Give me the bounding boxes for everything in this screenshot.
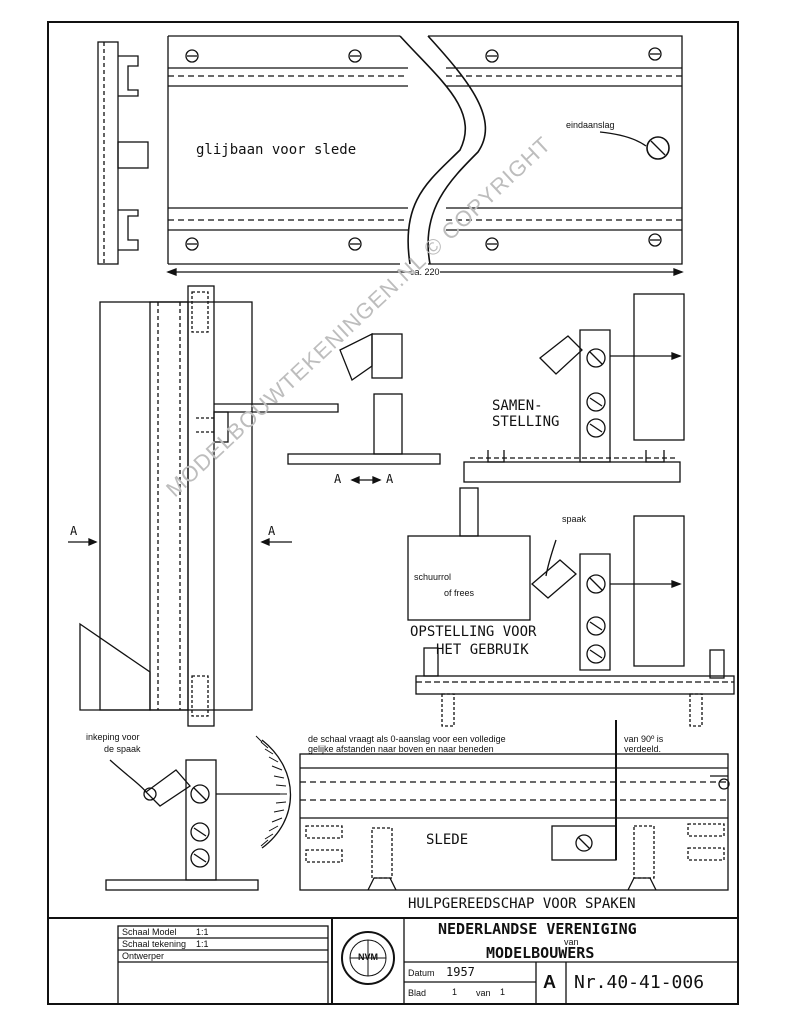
rail-screws [185, 47, 662, 251]
note-line-4: verdeeld. [624, 744, 662, 754]
org-line-2: MODELBOUWERS [486, 944, 595, 962]
blad-label: Blad [408, 988, 427, 998]
note-line-1: de schaal vraagt als 0-aanslag voor een … [308, 734, 506, 744]
carriage-view [299, 720, 730, 891]
label-inkeping-2: de spaak [104, 744, 141, 754]
schaal-tekening-value: 1:1 [196, 939, 209, 949]
van-label: van [476, 988, 491, 998]
assembly-view [463, 293, 685, 483]
label-glijbaan: glijbaan voor slede [196, 142, 357, 158]
format-letter: A [543, 972, 556, 992]
label-arrow-a: A [334, 472, 342, 486]
note-line-2: gelijke afstanden naar boven en naar ben… [308, 744, 494, 754]
usage-setup-view [407, 487, 735, 727]
spoke-holder-view [105, 735, 291, 891]
label-samenstelling-1: SAMEN- [492, 398, 543, 414]
title-block [48, 917, 738, 1005]
angle-scale [255, 735, 287, 847]
org-van: van [564, 937, 579, 947]
label-spaak: spaak [562, 514, 587, 524]
label-samenstelling-2: STELLING [492, 414, 560, 430]
label-opstelling-1: OPSTELLING VOOR [410, 624, 537, 640]
schaal-model-label: Schaal Model [122, 927, 177, 937]
logo-text: NVM [358, 952, 378, 962]
nvm-logo [341, 931, 395, 985]
label-arrow-a2: A [386, 472, 394, 486]
tool-title: HULPGEREEDSCHAP VOOR SPAKEN [408, 896, 636, 912]
blad-value: 1 [452, 987, 458, 997]
label-section-a-right: A [268, 524, 276, 538]
drawing-frame [47, 21, 739, 1005]
end-stop-screw [646, 136, 670, 160]
org-line-1: NEDERLANDSE VERENIGING [438, 920, 637, 938]
rail-end-view [97, 41, 149, 265]
ontwerper-label: Ontwerper [122, 951, 165, 961]
note-line-3: van 90º is [624, 734, 664, 744]
section-a-a [287, 332, 441, 484]
schaal-model-value: 1:1 [196, 927, 209, 937]
schaal-tekening-label: Schaal tekening [122, 939, 187, 949]
label-opstelling-2: HET GEBRUIK [436, 642, 529, 658]
drawing-number: Nr.40-41-006 [574, 972, 705, 993]
label-schuurrol-1: schuurrol [414, 572, 452, 582]
label-schuurrol-2: of frees [444, 588, 475, 598]
label-slede: SLEDE [426, 832, 469, 848]
label-inkeping-1: inkeping voor [86, 732, 140, 742]
label-eindaanslag: eindaanslag [566, 120, 615, 130]
datum-label: Datum [408, 968, 435, 978]
van-value: 1 [500, 987, 506, 997]
datum-value: 1957 [446, 965, 475, 979]
label-dimension: ca. 220 [410, 267, 440, 277]
front-view [68, 285, 339, 727]
label-section-a-left: A [70, 524, 78, 538]
